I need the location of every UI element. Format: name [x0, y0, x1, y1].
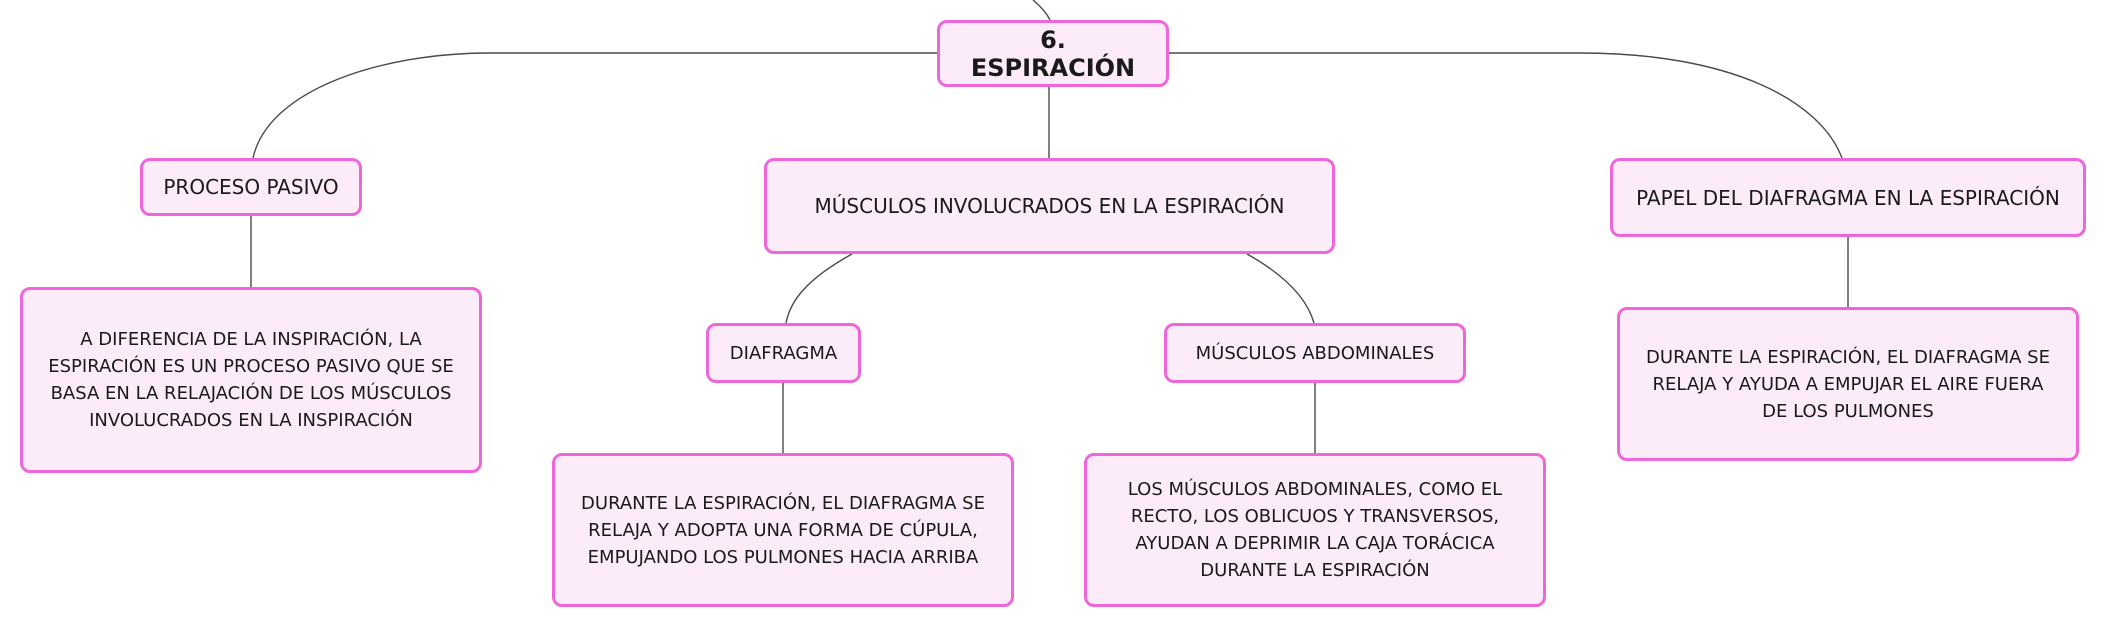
topic-papel-diafragma-label: PAPEL DEL DIAFRAGMA EN LA ESPIRACIÓN: [1636, 185, 2060, 210]
topic-diafragma-label: DIAFRAGMA: [729, 342, 838, 364]
topic-musculos-involucrados[interactable]: MÚSCULOS INVOLUCRADOS EN LA ESPIRACIÓN: [764, 158, 1335, 254]
detail-musculos-abdominales[interactable]: LOS MÚSCULOS ABDOMINALES, COMO EL RECTO,…: [1084, 453, 1546, 607]
topic-papel-diafragma[interactable]: PAPEL DEL DIAFRAGMA EN LA ESPIRACIÓN: [1610, 158, 2086, 237]
detail-papel-diafragma[interactable]: DURANTE LA ESPIRACIÓN, EL DIAFRAGMA SE R…: [1617, 307, 2079, 461]
detail-musculos-abdominales-text: LOS MÚSCULOS ABDOMINALES, COMO EL RECTO,…: [1127, 479, 1503, 581]
connector-musculos-to-abdominales: [1246, 253, 1315, 324]
topic-musculos-abdominales-label: MÚSCULOS ABDOMINALES: [1195, 342, 1435, 364]
detail-diafragma-text: DURANTE LA ESPIRACIÓN, EL DIAFRAGMA SE R…: [581, 492, 985, 568]
detail-proceso-pasivo-text: A DIFERENCIA DE LA INSPIRACIÓN, LA ESPIR…: [48, 329, 454, 431]
detail-papel-diafragma-text: DURANTE LA ESPIRACIÓN, EL DIAFRAGMA SE R…: [1646, 346, 2050, 422]
root-topic-espiracion[interactable]: 6. ESPIRACIÓN: [937, 20, 1169, 87]
topic-proceso-pasivo[interactable]: PROCESO PASIVO: [140, 158, 362, 216]
topic-musculos-abdominales[interactable]: MÚSCULOS ABDOMINALES: [1164, 323, 1466, 383]
connector-root-to-papel-diafragma: [1169, 52, 1843, 159]
connector-root-to-proceso-pasivo: [252, 52, 937, 159]
detail-proceso-pasivo[interactable]: A DIFERENCIA DE LA INSPIRACIÓN, LA ESPIR…: [20, 287, 482, 473]
root-topic-label: 6. ESPIRACIÓN: [970, 25, 1136, 82]
topic-diafragma[interactable]: DIAFRAGMA: [706, 323, 861, 383]
connector-musculos-to-diafragma: [785, 253, 853, 324]
topic-musculos-involucrados-label: MÚSCULOS INVOLUCRADOS EN LA ESPIRACIÓN: [814, 194, 1285, 218]
detail-diafragma[interactable]: DURANTE LA ESPIRACIÓN, EL DIAFRAGMA SE R…: [552, 453, 1014, 607]
connector-parent-to-root: [1032, 0, 1051, 21]
topic-proceso-pasivo-label: PROCESO PASIVO: [163, 175, 339, 199]
